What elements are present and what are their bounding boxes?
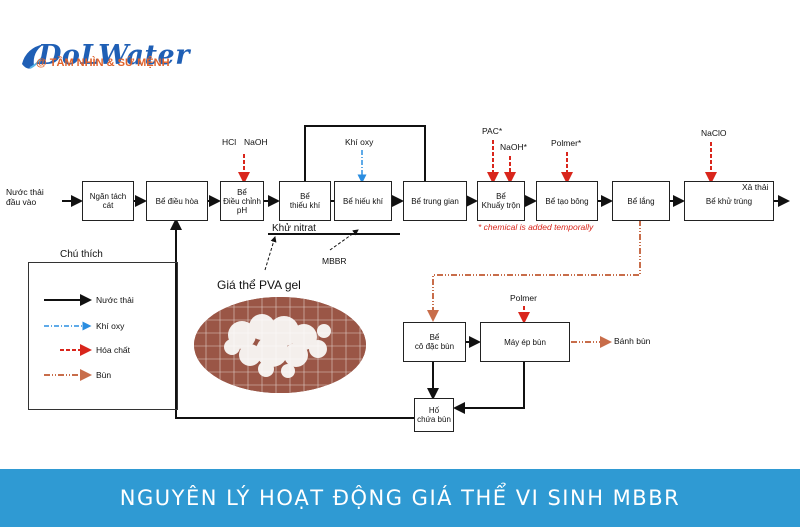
outlet-label: Xả thải	[742, 182, 769, 192]
legend-item-chemical: Hóa chất	[96, 345, 131, 355]
title-banner: NGUYÊN LÝ HOẠT ĐỘNG GIÁ THỂ VI SINH MBBR	[0, 469, 800, 527]
naoh-star-label: NaOH*	[500, 142, 527, 152]
hcl-label: HCl	[222, 137, 237, 147]
denitrification-label: Khử nitrat	[272, 223, 316, 234]
legend-item-air: Khí oxy	[96, 321, 125, 331]
carrier-label: Giá thể PVA gel	[217, 278, 301, 292]
tagline: @ TẦM NHÌN & SỨ MỆNH	[36, 57, 170, 69]
disinfection-tank-box: Bể khử trùng	[684, 181, 774, 221]
brand-logo: DoLWater	[10, 18, 240, 78]
sludge-press-box: Máy ép bùn	[480, 322, 570, 362]
naoh-label: NaOH	[244, 137, 268, 147]
pva-gel-carrier-image	[194, 297, 366, 393]
legend-title: Chú thích	[60, 249, 103, 260]
flow-lines	[44, 125, 790, 419]
air-label: Khí oxy	[345, 137, 374, 147]
aerobic-tank-box: Bể hiếu khí	[334, 181, 392, 221]
legend-item-wastewater: Nước thải	[96, 295, 134, 305]
water-drop-icon	[22, 44, 47, 69]
intermediate-tank-box: Bể trung gian	[403, 181, 467, 221]
settling-tank-box: Bể lắng	[612, 181, 670, 221]
logo-text: DoLWater	[38, 40, 190, 71]
legend-item-sludge: Bùn	[96, 370, 112, 380]
legend	[28, 262, 178, 410]
chemical-note: * chemical is added temporally	[478, 222, 594, 232]
flocculation-tank-box: Bể tạo bông	[536, 181, 598, 221]
polymer-star-label: Polmer*	[551, 138, 582, 148]
polymer-label: Polmer	[510, 293, 537, 303]
pac-label: PAC*	[482, 126, 503, 136]
equalization-tank-box: Bể điều hòa	[146, 181, 208, 221]
sludge-cake-label: Bánh bùn	[614, 336, 651, 346]
naclo-label: NaClO	[701, 128, 727, 138]
banner-title: NGUYÊN LÝ HOẠT ĐỘNG GIÁ THỂ VI SINH MBBR	[119, 486, 681, 510]
mbbr-label: MBBR	[322, 256, 347, 266]
